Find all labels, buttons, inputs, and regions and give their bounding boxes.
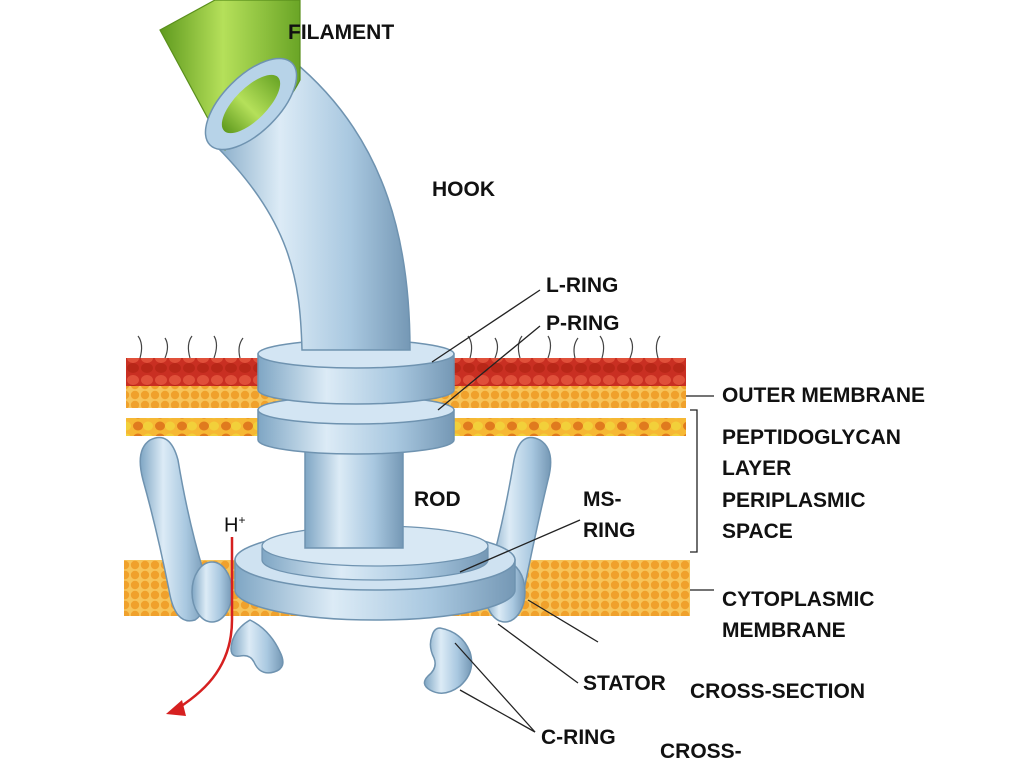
proton-arrow: [166, 537, 234, 716]
label-cross-2: CROSS-: [660, 740, 742, 763]
label-proton: H+: [224, 506, 245, 540]
c-ring-lobes: [230, 619, 473, 694]
label-cross-section: CROSS-SECTION: [690, 680, 866, 703]
label-l-ring: L-RING: [546, 274, 619, 297]
rod: [304, 439, 404, 549]
label-rod: ROD: [414, 488, 461, 511]
label-filament: FILAMENT: [288, 21, 395, 44]
p-ring: [257, 395, 455, 455]
label-cytoplasmic-2: MEMBRANE: [722, 619, 846, 642]
label-p-ring: P-RING: [546, 312, 620, 335]
label-ms-ring-2: RING: [583, 519, 636, 542]
label-peptidoglycan-1: PEPTIDOGLYCAN: [722, 426, 901, 449]
label-outer-membrane: OUTER MEMBRANE: [722, 384, 925, 407]
proton-symbol: H: [224, 514, 239, 537]
label-periplasmic-2: SPACE: [722, 520, 793, 543]
label-cytoplasmic-1: CYTOPLASMIC: [722, 588, 875, 611]
label-ms-ring-1: MS-: [583, 488, 622, 511]
label-stator: STATOR: [583, 672, 666, 695]
proton-charge: +: [238, 513, 246, 527]
filament: [159, 0, 301, 151]
label-peptidoglycan-2: LAYER: [722, 457, 792, 480]
label-c-ring: C-RING: [541, 726, 616, 749]
leader-lines: [431, 289, 714, 733]
label-periplasmic-1: PERIPLASMIC: [722, 489, 866, 512]
label-hook: HOOK: [432, 178, 495, 201]
